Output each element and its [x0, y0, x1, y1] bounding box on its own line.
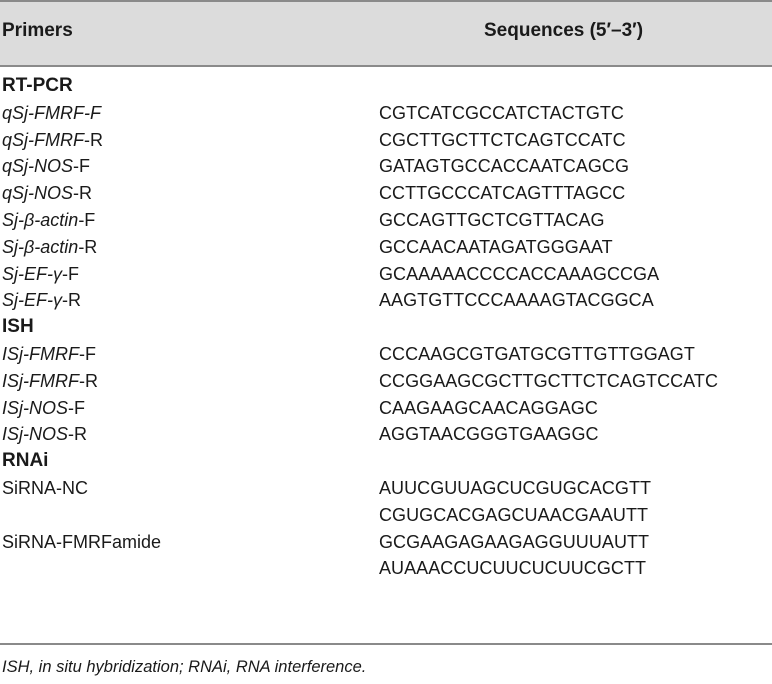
primer-name-suffix: -F: [78, 344, 96, 364]
section-label: RNAi: [2, 450, 49, 472]
table-header-rule: [0, 65, 772, 67]
primer-sequence: AUUCGUUAGCUCGUGCACGTT: [379, 478, 652, 498]
primer-name-italic: ISj-FMRF: [2, 344, 79, 364]
table-bottom-rule: [0, 643, 772, 645]
primer-name-suffix: SiRNA-FMRFamide: [2, 531, 162, 552]
primer-name-suffix: SiRNA-NC: [2, 478, 89, 498]
primer-name: qSj-FMRF-R: [2, 127, 103, 153]
primer-sequence: GCCAACAATAGATGGGAAT: [379, 236, 613, 257]
primer-name-suffix: -F: [78, 210, 96, 230]
table-row: qSj-NOS-F GATAGTGCCACCAATCAGCG: [0, 153, 772, 179]
primer-name: ISj-FMRF-F: [2, 341, 96, 367]
primer-name-italic: ISj-NOS: [2, 424, 69, 445]
primer-name-italic: qSj-NOS: [2, 156, 74, 177]
primer-name-suffix: -F: [62, 263, 79, 284]
section-row: RT-PCR: [0, 73, 772, 99]
table-row: Sj-EF-γ-F GCAAAAACCCCACCAAAGCCGA: [0, 261, 772, 287]
primer-sequence: CGTCATCGCCATCTACTGTC: [379, 102, 624, 123]
primer-name-suffix: -F: [73, 156, 91, 177]
table-header: [0, 2, 772, 65]
primer-name: ISj-NOS-F: [2, 395, 85, 421]
primer-sequence: AUAAACCUCUUCUCUUCGCTT: [379, 558, 647, 579]
primer-name-suffix: -R: [73, 183, 93, 204]
table-row: Sj-β-actin-R GCCAACAATAGATGGGAAT: [0, 234, 772, 260]
primer-name: SiRNA-FMRFamide: [2, 529, 161, 555]
primer-sequence: AGGTAACGGGTGAAGGC: [379, 424, 599, 445]
primer-name: Sj-EF-γ-R: [2, 287, 81, 313]
section-row: ISH: [0, 314, 772, 340]
primer-name-italic: Sj-EF-γ: [2, 290, 62, 311]
table-row: SiRNA-FMRFamide GCGAAGAGAAGAGGUUUAUTT: [0, 529, 772, 555]
primer-name-suffix: -F: [68, 397, 86, 418]
primer-name-italic: qSj-FMRF-F: [2, 102, 101, 123]
table-row: qSj-FMRF-F CGTCATCGCCATCTACTGTC: [0, 100, 772, 126]
primer-sequence: GCAAAAACCCCACCAAAGCCGA: [379, 263, 660, 284]
table-footnote: ISH, in situ hybridization; RNAi, RNA in…: [2, 658, 367, 676]
table-top-rule: [0, 0, 772, 2]
primer-name-suffix: -R: [62, 290, 81, 311]
primer-sequence: CAAGAAGCAACAGGAGC: [379, 397, 598, 418]
primer-name-suffix: -R: [68, 424, 88, 445]
primer-name: qSj-NOS-F: [2, 153, 90, 179]
table-row: ISj-NOS-F CAAGAAGCAACAGGAGC: [0, 395, 772, 421]
primer-sequence: CCTTGCCCATCAGTTTAGCC: [379, 183, 626, 204]
primer-sequence: GCGAAGAGAAGAGGUUUAUTT: [379, 531, 650, 552]
table-row: ISj-NOS-R AGGTAACGGGTGAAGGC: [0, 421, 772, 447]
primer-name-suffix: -R: [78, 236, 98, 257]
primer-sequence: CCCAAGCGTGATGCGTTGTTGGAGT: [379, 344, 695, 364]
primer-name: ISj-NOS-R: [2, 421, 87, 447]
table-row: AUAAACCUCUUCUCUUCGCTT: [0, 555, 772, 581]
primer-name-italic: Sj-β-actin: [2, 210, 79, 230]
primer-name: qSj-NOS-R: [2, 180, 92, 206]
primer-sequence: CGCTTGCTTCTCAGTCCATC: [379, 129, 626, 150]
primer-name: Sj-β-actin-F: [2, 207, 95, 233]
primer-name: Sj-EF-γ-F: [2, 261, 79, 287]
table-row: Sj-EF-γ-R AAGTGTTCCCAAAAGTACGGCA: [0, 287, 772, 313]
section-label: RT-PCR: [2, 75, 73, 96]
primer-name: SiRNA-NC: [2, 475, 88, 501]
table-row: ISj-FMRF-R CCGGAAGCGCTTGCTTCTCAGTCCATC: [0, 368, 772, 394]
primer-name-italic: qSj-NOS: [2, 183, 74, 204]
table-row: SiRNA-NC AUUCGUUAGCUCGUGCACGTT: [0, 475, 772, 501]
primer-sequence: AAGTGTTCCCAAAAGTACGGCA: [379, 290, 654, 311]
table-row: qSj-FMRF-R CGCTTGCTTCTCAGTCCATC: [0, 127, 772, 153]
primer-sequence: CGUGCACGAGCUAACGAAUTT: [379, 504, 649, 525]
header-primers: Primers: [2, 20, 73, 41]
section-row: RNAi: [0, 448, 772, 474]
table-row: qSj-NOS-R CCTTGCCCATCAGTTTAGCC: [0, 180, 772, 206]
primer-name-italic: qSj-FMRF: [2, 129, 84, 150]
primer-name-italic: Sj-β-actin: [2, 236, 79, 257]
primer-sequence: GATAGTGCCACCAATCAGCG: [379, 156, 630, 177]
primer-name: ISj-FMRF-R: [2, 368, 98, 394]
primer-name-italic: Sj-EF-γ: [2, 263, 62, 284]
primer-name: Sj-β-actin-R: [2, 234, 97, 260]
primer-name-italic: ISj-NOS: [2, 397, 69, 418]
table-row: Sj-β-actin-F GCCAGTTGCTCGTTACAG: [0, 207, 772, 233]
primer-name-suffix: -R: [78, 370, 98, 391]
primer-sequence: GCCAGTTGCTCGTTACAG: [379, 210, 605, 230]
section-label: ISH: [2, 316, 34, 338]
primer-name: qSj-FMRF-F: [2, 100, 101, 126]
primer-name-suffix: -R: [84, 129, 103, 150]
table-row: ISj-FMRF-F CCCAAGCGTGATGCGTTGTTGGAGT: [0, 341, 772, 367]
header-sequences: Sequences (5′–3′): [484, 20, 644, 41]
primer-name-italic: ISj-FMRF: [2, 370, 79, 391]
primer-sequence: CCGGAAGCGCTTGCTTCTCAGTCCATC: [379, 370, 718, 391]
table-row: CGUGCACGAGCUAACGAAUTT: [0, 502, 772, 528]
